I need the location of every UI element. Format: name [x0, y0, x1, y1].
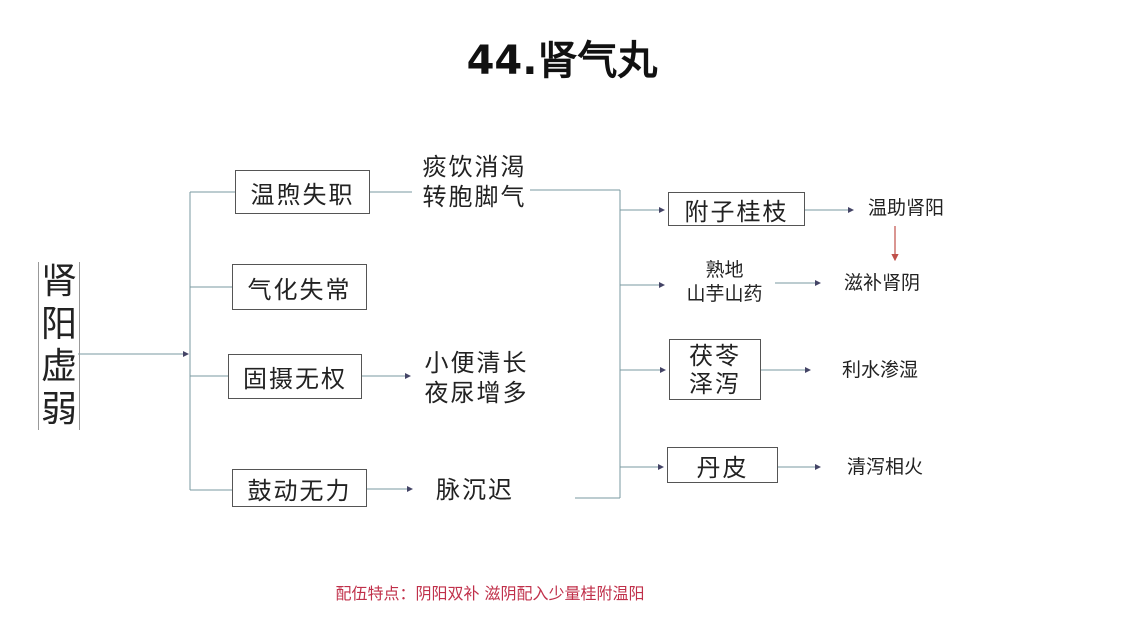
root-char: 阳 — [40, 303, 77, 345]
root-char: 虚 — [40, 346, 77, 388]
herb-text: 熟地 山芋山药 — [672, 258, 777, 306]
herb-box: 附子桂枝 — [668, 192, 805, 226]
symptom-line: 小便清长 — [424, 349, 529, 377]
symptom-text: 痰饮消渴 转胞脚气 — [412, 152, 537, 212]
herb-box: 丹皮 — [667, 447, 778, 483]
herb-box: 茯苓 泽泻 — [669, 339, 761, 400]
symptom-text: 小便清长 夜尿增多 — [414, 348, 539, 408]
pathology-box: 气化失常 — [232, 264, 367, 310]
herb-line: 山芋山药 — [686, 283, 763, 305]
effect-text: 滋补肾阴 — [843, 272, 920, 294]
effect-text: 清泻相火 — [846, 456, 923, 478]
effect-text: 温助肾阳 — [867, 197, 944, 219]
root-char: 肾 — [40, 261, 77, 302]
pathology-box: 鼓动无力 — [232, 469, 367, 507]
herb-line: 熟地 — [705, 259, 744, 281]
herb-line: 茯苓 — [689, 341, 741, 370]
symptom-line: 转胞脚气 — [422, 183, 527, 211]
root-char: 弱 — [40, 388, 77, 430]
page-title: 44.肾气丸 — [466, 38, 658, 84]
symptom-line: 痰饮消渴 — [422, 153, 527, 181]
pathology-box: 固摄无权 — [228, 354, 362, 399]
pathology-box: 温煦失职 — [235, 170, 370, 214]
compatibility-note: 配伍特点：阴阳双补 滋阴配入少量桂附温阳 — [335, 584, 645, 603]
herb-line: 泽泻 — [689, 369, 741, 398]
root-syndrome: 肾 阳 虚 弱 — [38, 262, 80, 430]
symptom-line: 夜尿增多 — [424, 379, 529, 407]
symptom-text: 脉沉迟 — [436, 476, 514, 504]
effect-text: 利水渗湿 — [841, 359, 918, 381]
